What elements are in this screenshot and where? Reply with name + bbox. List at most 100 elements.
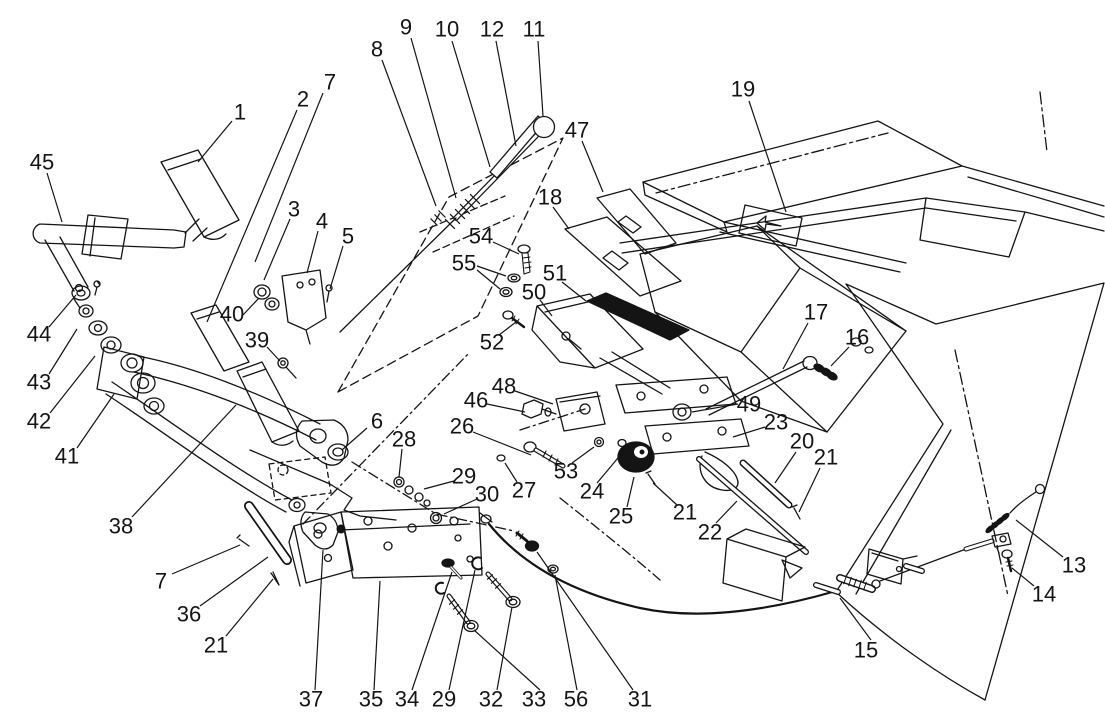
leader-line-55 — [476, 269, 501, 290]
pedal-pad-1 — [161, 150, 239, 237]
leader-line-49 — [691, 403, 739, 413]
bushing-40 — [254, 285, 270, 299]
bolt-44 — [76, 281, 101, 295]
hardware-54-55-52 — [500, 245, 531, 327]
top-cover-panel — [643, 121, 962, 222]
callout-label-51: 51 — [543, 261, 567, 286]
leader-line-16 — [830, 346, 850, 367]
leader-line-35 — [373, 580, 381, 691]
callout-label-14: 14 — [1032, 582, 1056, 607]
leader-line-53 — [571, 446, 595, 464]
callout-label-26: 26 — [450, 414, 474, 439]
cable-clevis — [992, 533, 1011, 547]
callout-label-1: 1 — [234, 100, 246, 125]
floor-plate-47 — [597, 189, 676, 254]
callout-label-21: 21 — [673, 500, 697, 525]
cable-bracket — [867, 549, 917, 584]
leader-line-56 — [554, 574, 578, 691]
leader-line-17 — [782, 322, 809, 370]
leader-line-21 — [225, 578, 274, 637]
leader-line-32 — [496, 606, 513, 691]
callout-label-27: 27 — [512, 478, 536, 503]
callout-label-21: 21 — [814, 445, 838, 470]
callout-label-8: 8 — [371, 37, 383, 62]
leader-line-44 — [48, 294, 77, 328]
floor-plate-18 — [565, 217, 681, 296]
spring-13 — [985, 485, 1045, 534]
lever-ball-11 — [534, 117, 555, 138]
callout-label-32: 32 — [479, 687, 503, 712]
bolt-46 — [522, 400, 543, 418]
washer-27 — [497, 455, 505, 461]
cable-assembly — [480, 485, 1045, 614]
axle-hardware — [394, 477, 442, 524]
chassis-frame — [620, 92, 1104, 700]
callout-label-46: 46 — [464, 388, 488, 413]
leader-line-15 — [839, 597, 872, 641]
leader-line-10 — [451, 40, 491, 168]
leader-line-39 — [266, 346, 281, 362]
bushing-43 — [79, 305, 93, 317]
leader-line-48 — [514, 390, 554, 405]
callout-label-45: 45 — [30, 150, 54, 175]
callout-label-7: 7 — [155, 569, 167, 594]
callout-label-19: 19 — [731, 77, 755, 102]
callout-label-36: 36 — [177, 602, 201, 627]
callout-label-29: 29 — [432, 687, 456, 712]
callout-label-49: 49 — [737, 392, 761, 417]
callout-label-50: 50 — [522, 280, 546, 305]
leader-line-18 — [552, 206, 570, 230]
pedal-pad-2b — [237, 362, 299, 442]
callout-label-28: 28 — [392, 427, 416, 452]
cotter-pin-21 — [271, 572, 279, 585]
callout-label-9: 9 — [400, 15, 412, 40]
leader-line-31 — [536, 551, 634, 691]
leader-line-23 — [732, 426, 766, 438]
callout-label-33: 33 — [522, 687, 546, 712]
callout-label-10: 10 — [435, 17, 459, 42]
frame-box-bracket — [723, 529, 805, 601]
leader-line-50 — [539, 299, 553, 317]
leader-line-26 — [472, 431, 532, 456]
callout-label-4: 4 — [316, 209, 328, 234]
callout-label-3: 3 — [288, 197, 300, 222]
spring-8 — [431, 211, 445, 225]
pedal-body-50 — [532, 294, 643, 368]
leader-line-1 — [197, 120, 233, 163]
pedal-pad-51 — [587, 293, 689, 340]
bolt-33 — [449, 596, 478, 632]
callout-label-16: 16 — [845, 325, 869, 350]
control-lever-group — [338, 116, 563, 392]
nut-55b — [500, 288, 512, 297]
callout-label-43: 43 — [27, 370, 51, 395]
callout-label-40: 40 — [220, 302, 244, 327]
bracket-plate-35 — [341, 507, 482, 578]
pedal-pad-2a — [191, 305, 249, 371]
leader-line-27 — [504, 462, 518, 483]
leader-line-24 — [596, 451, 624, 484]
callout-label-34: 34 — [395, 687, 419, 712]
callout-label-38: 38 — [109, 514, 133, 539]
leader-line-8 — [381, 59, 437, 207]
callout-label-35: 35 — [359, 687, 383, 712]
leader-line-13 — [1015, 519, 1064, 558]
leader-line-2 — [206, 109, 298, 323]
screw-34 — [442, 559, 454, 567]
arm-45 — [33, 224, 186, 248]
leader-line-21 — [798, 467, 821, 513]
callout-label-29: 29 — [452, 464, 476, 489]
leader-line-33 — [473, 629, 541, 691]
callout-label-15: 15 — [854, 638, 878, 663]
callout-label-56: 56 — [564, 687, 588, 712]
callout-label-6: 6 — [371, 409, 383, 434]
leader-line-7 — [254, 92, 324, 263]
frame-tray — [920, 198, 1025, 257]
callout-label-18: 18 — [538, 185, 562, 210]
leader-line-34 — [411, 571, 453, 691]
bolt-32 — [487, 574, 520, 608]
leader-line-9 — [410, 37, 457, 199]
callout-label-17: 17 — [804, 300, 828, 325]
callout-label-5: 5 — [342, 224, 354, 249]
